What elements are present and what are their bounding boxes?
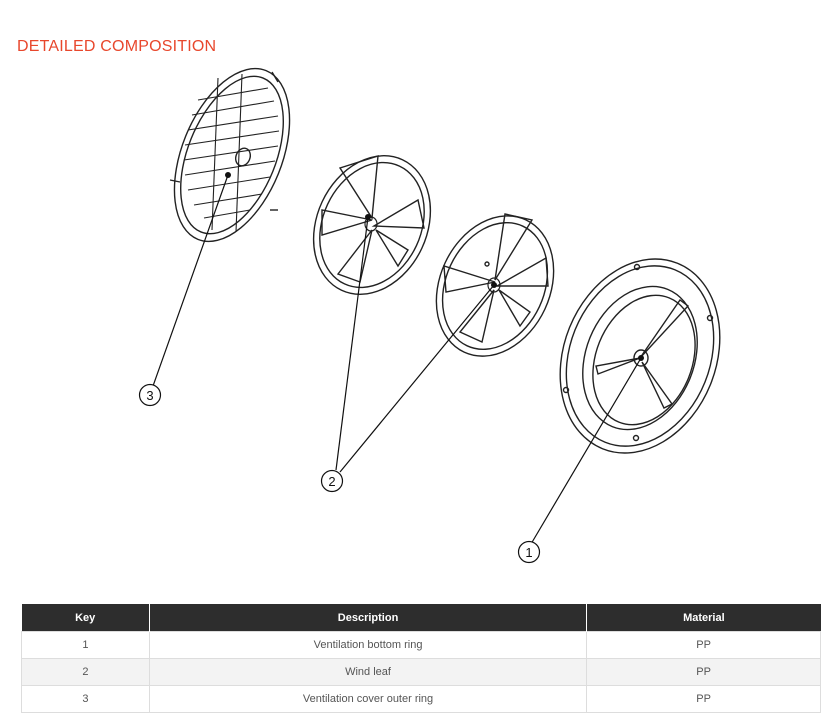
wind-leaf-back (435, 213, 555, 357)
exploded-view-drawing: 3 2 1 (138, 67, 721, 564)
cell-description: Ventilation bottom ring (148, 631, 588, 659)
parts-table: Key Description Material 1 Ventilation b… (21, 604, 821, 713)
cell-key: 3 (21, 685, 150, 713)
callout-2: 2 (320, 469, 344, 493)
header-description: Description (148, 604, 587, 632)
svg-text:3: 3 (146, 388, 153, 403)
grille-cover (169, 67, 291, 243)
cell-description: Ventilation cover outer ring (148, 685, 588, 713)
bottom-ring (559, 258, 721, 454)
header-key: Key (21, 604, 150, 632)
leader-lines (152, 174, 642, 545)
cell-material: PP (586, 658, 821, 686)
cell-key: 1 (21, 631, 150, 659)
table-header-row: Key Description Material (21, 604, 821, 632)
svg-text:1: 1 (525, 545, 532, 560)
callout-1: 1 (517, 540, 541, 564)
cell-description: Wind leaf (148, 658, 588, 686)
callout-3: 3 (138, 383, 162, 407)
cell-material: PP (586, 685, 821, 713)
table-row: 3 Ventilation cover outer ring PP (21, 685, 821, 713)
header-material: Material (586, 604, 821, 632)
cell-material: PP (586, 631, 821, 659)
table-row: 2 Wind leaf PP (21, 658, 821, 686)
wind-leaf-front (312, 155, 432, 295)
svg-text:2: 2 (328, 474, 335, 489)
section-title: DETAILED COMPOSITION (17, 38, 217, 55)
table-row: 1 Ventilation bottom ring PP (21, 631, 821, 659)
cell-key: 2 (21, 658, 150, 686)
